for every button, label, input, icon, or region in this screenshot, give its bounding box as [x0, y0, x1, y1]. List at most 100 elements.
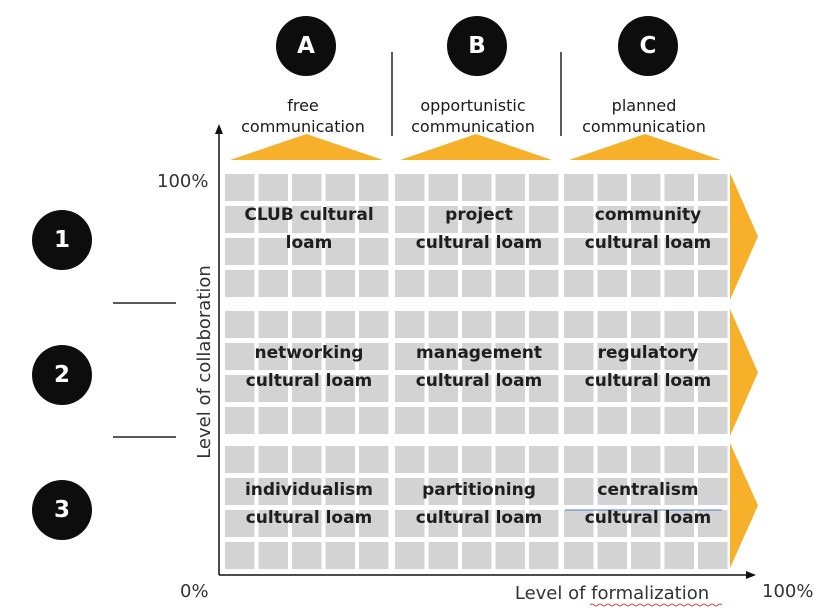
- grid-tile: [597, 375, 627, 402]
- grid-tile: [359, 478, 389, 505]
- grid-tile: [258, 510, 288, 537]
- y-axis-label: Level of collaboration: [194, 265, 215, 459]
- grid-tile: [462, 542, 492, 569]
- grid-tile: [698, 238, 728, 265]
- grid-tile: [529, 238, 559, 265]
- column-arrow-a: [230, 134, 383, 160]
- column-a-label-line1: free: [287, 96, 319, 115]
- grid-tile: [292, 542, 322, 569]
- grid-tile: [529, 270, 559, 297]
- grid-tile: [292, 174, 322, 201]
- row-2-badge: 2: [32, 345, 92, 405]
- grid-tile: [359, 174, 389, 201]
- grid-tile: [225, 238, 255, 265]
- grid-tile: [664, 343, 694, 370]
- grid-tile: [664, 510, 694, 537]
- column-b-label: opportunistic communication: [383, 95, 563, 137]
- grid-tile: [564, 270, 594, 297]
- grid-tile: [428, 510, 458, 537]
- grid-tile: [664, 446, 694, 473]
- grid-tile: [495, 270, 525, 297]
- column-b-label-line2: communication: [411, 117, 535, 136]
- grid-tile: [631, 407, 661, 434]
- grid-tile: [292, 270, 322, 297]
- grid-tile: [664, 407, 694, 434]
- grid-tile: [225, 311, 255, 338]
- column-c-label-line2: communication: [582, 117, 706, 136]
- grid-tile: [359, 270, 389, 297]
- grid-tile: [529, 311, 559, 338]
- grid-tile: [664, 311, 694, 338]
- grid-tile: [698, 311, 728, 338]
- grid-tile: [325, 311, 355, 338]
- grid-tile: [495, 343, 525, 370]
- grid-tile: [395, 478, 425, 505]
- grid-tile: [529, 375, 559, 402]
- grid-tile: [258, 238, 288, 265]
- grid-tile: [529, 343, 559, 370]
- spellcheck-underline: [589, 603, 723, 607]
- grid-tile: [495, 206, 525, 233]
- grid-tile: [564, 206, 594, 233]
- grid-tile: [529, 446, 559, 473]
- x-axis-arrowhead: [746, 571, 756, 579]
- grid-tile: [462, 446, 492, 473]
- grid-tile: [462, 206, 492, 233]
- grid-tile: [395, 375, 425, 402]
- grid-tile: [325, 542, 355, 569]
- column-a-badge: A: [276, 16, 336, 76]
- grid-tile: [529, 542, 559, 569]
- grid-tile: [462, 238, 492, 265]
- grid-tile: [564, 542, 594, 569]
- origin-label: 0%: [180, 581, 209, 602]
- grid-tile: [698, 343, 728, 370]
- grid-tile: [258, 270, 288, 297]
- grid-tile: [698, 510, 728, 537]
- y-axis-arrowhead: [215, 124, 223, 134]
- grid-tile: [631, 375, 661, 402]
- column-c-label-line1: planned: [611, 96, 677, 115]
- grid-tile: [428, 343, 458, 370]
- grid-tile: [292, 311, 322, 338]
- grid-tile: [564, 174, 594, 201]
- grid-tile: [698, 174, 728, 201]
- grid-tile: [698, 375, 728, 402]
- grid-tile: [631, 238, 661, 265]
- grid-tile: [292, 407, 322, 434]
- grid-tile: [359, 343, 389, 370]
- grid-tile: [597, 510, 627, 537]
- grid-tile: [292, 478, 322, 505]
- grid-tile: [258, 174, 288, 201]
- grid-tile: [597, 446, 627, 473]
- grid-tile: [395, 311, 425, 338]
- grid-tile: [428, 407, 458, 434]
- grid-tile: [292, 343, 322, 370]
- grid-tile: [258, 375, 288, 402]
- grid-tile: [258, 446, 288, 473]
- grid-tile: [564, 375, 594, 402]
- grid-tile: [529, 174, 559, 201]
- grid-tile: [258, 311, 288, 338]
- row-3-badge: 3: [32, 480, 92, 540]
- grid-tile: [495, 311, 525, 338]
- accent-triangles: [230, 134, 758, 568]
- grid-tile: [597, 407, 627, 434]
- grid-tile: [258, 206, 288, 233]
- grid-tile: [664, 238, 694, 265]
- grid-tile: [325, 510, 355, 537]
- grid-tile: [395, 407, 425, 434]
- grid-tile: [664, 478, 694, 505]
- grid-tile: [597, 542, 627, 569]
- grid-tile: [597, 238, 627, 265]
- grid-tile: [359, 206, 389, 233]
- grid-tile: [529, 478, 559, 505]
- grid-tile: [462, 375, 492, 402]
- grid-tile: [359, 510, 389, 537]
- grid-tile: [428, 238, 458, 265]
